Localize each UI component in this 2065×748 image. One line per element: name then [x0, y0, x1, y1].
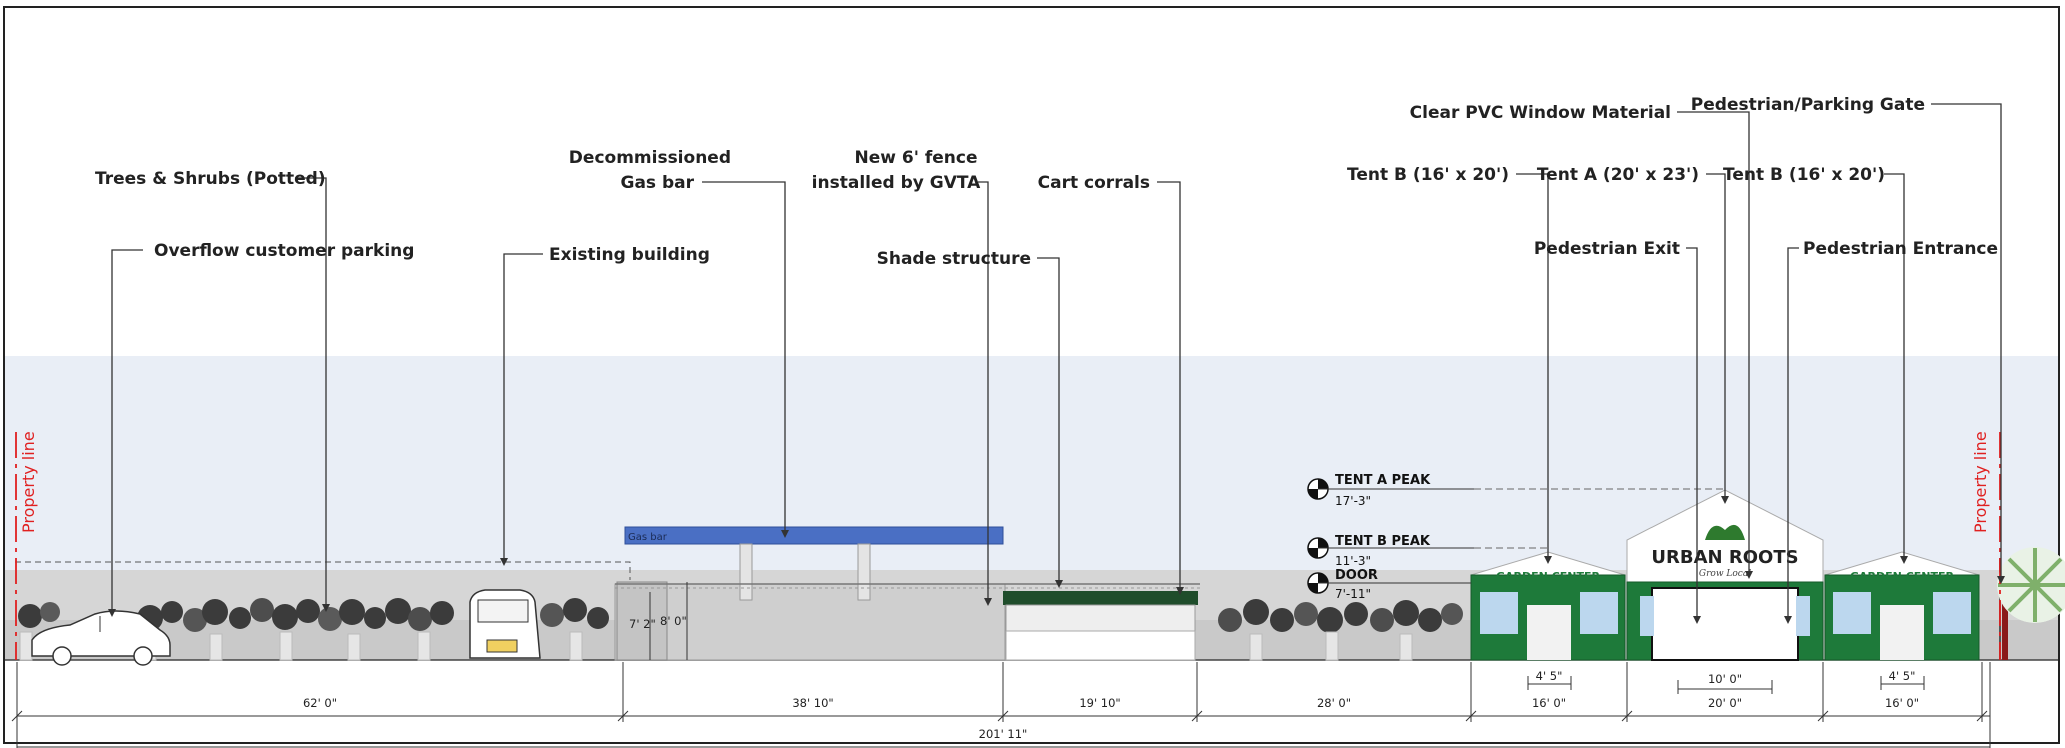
urban-roots-logo: URBAN ROOTS [1651, 547, 1798, 568]
callout-existing-building: Existing building [549, 245, 710, 265]
level-tent-b-peak: TENT B PEAK 11'-3" [1307, 534, 1548, 568]
fence-height-a: 7' 2" [629, 617, 656, 631]
tent-b-right: GARDEN CENTER [1824, 551, 1980, 661]
callout-tent-b-left: Tent B (16' x 20') [1347, 165, 1509, 185]
vegetation [18, 598, 1463, 633]
callout-shade-structure: Shade structure [877, 249, 1031, 269]
callout-pedestrian-exit: Pedestrian Exit [1534, 239, 1680, 259]
callout-pedestrian-entrance: Pedestrian Entrance [1803, 239, 1998, 259]
level-door-value: 7'-11" [1335, 587, 1371, 601]
tent-a: URBAN ROOTS Grow Local [1626, 489, 1824, 661]
shade-structure [1003, 591, 1198, 661]
callout-decommissioned-2: Gas bar [621, 173, 695, 193]
property-line-left-label: Property line [19, 431, 38, 533]
dim-seg1: 62' 0" [303, 696, 337, 710]
callout-fence-2: installed by GVTA [812, 173, 981, 193]
callout-tent-b-right: Tent B (16' x 20') [1723, 165, 1885, 185]
callout-leaders [108, 103, 2005, 624]
dim-door-left: 4' 5" [1536, 669, 1563, 683]
fence-height-b: 8' 0" [660, 614, 687, 628]
dim-door-right: 4' 5" [1889, 669, 1916, 683]
callout-pedestrian-gate: Pedestrian/Parking Gate [1691, 95, 1925, 115]
level-tent-a-peak-value: 17'-3" [1335, 494, 1371, 508]
level-door: DOOR 7'-11" [1307, 568, 1471, 601]
level-door-name: DOOR [1335, 568, 1378, 583]
level-tent-a-peak: TENT A PEAK 17'-3" [1307, 473, 1725, 508]
property-line-right-label: Property line [1971, 431, 1990, 533]
dim-seg2: 38' 10" [792, 696, 833, 710]
property-line-left: Property line [15, 431, 38, 660]
callout-labels: Trees & Shrubs (Potted) Overflow custome… [95, 95, 1998, 269]
fence [615, 583, 1200, 589]
gas-bar-canopy: Gas bar [624, 526, 1004, 601]
dim-seg6: 20' 0" [1708, 696, 1742, 710]
callout-overflow-parking: Overflow customer parking [154, 241, 414, 261]
callout-tent-a: Tent A (20' x 23') [1537, 165, 1699, 185]
callout-trees-shrubs: Trees & Shrubs (Potted) [95, 169, 326, 189]
fence-height-dims: 7' 2" 8' 0" [629, 582, 688, 660]
callout-decommissioned-1: Decommissioned [569, 148, 731, 168]
property-tree-right [1997, 547, 2065, 623]
tent-b-left: GARDEN CENTER [1470, 551, 1626, 661]
dim-seg3: 19' 10" [1079, 696, 1120, 710]
level-tent-b-peak-value: 11'-3" [1335, 554, 1371, 568]
dimension-string: 62' 0" 38' 10" 19' 10" 28' 0" 16' 0" 20'… [11, 662, 1991, 748]
gas-bar-sign: Gas bar [628, 532, 668, 543]
tent-sign-garden-center-right: GARDEN CENTER [1850, 570, 1955, 583]
callout-fence-1: New 6' fence [855, 148, 978, 168]
dim-total: 201' 11" [979, 727, 1028, 741]
dim-door-center: 10' 0" [1708, 672, 1742, 686]
existing-building [614, 581, 1006, 661]
level-tent-b-peak-name: TENT B PEAK [1335, 534, 1431, 549]
dim-seg4: 28' 0" [1317, 696, 1351, 710]
dim-seg7: 16' 0" [1885, 696, 1919, 710]
level-tent-a-peak-name: TENT A PEAK [1335, 473, 1431, 488]
callout-cart-corrals: Cart corrals [1038, 173, 1150, 193]
dim-seg5: 16' 0" [1532, 696, 1566, 710]
parked-van [469, 589, 541, 659]
property-line-right: Property line [1971, 431, 2001, 660]
callout-clear-pvc: Clear PVC Window Material [1410, 103, 1671, 123]
parked-car [31, 610, 171, 666]
tent-sign-garden-center-left: GARDEN CENTER [1496, 570, 1601, 583]
urban-roots-tagline: Grow Local [1699, 569, 1751, 579]
